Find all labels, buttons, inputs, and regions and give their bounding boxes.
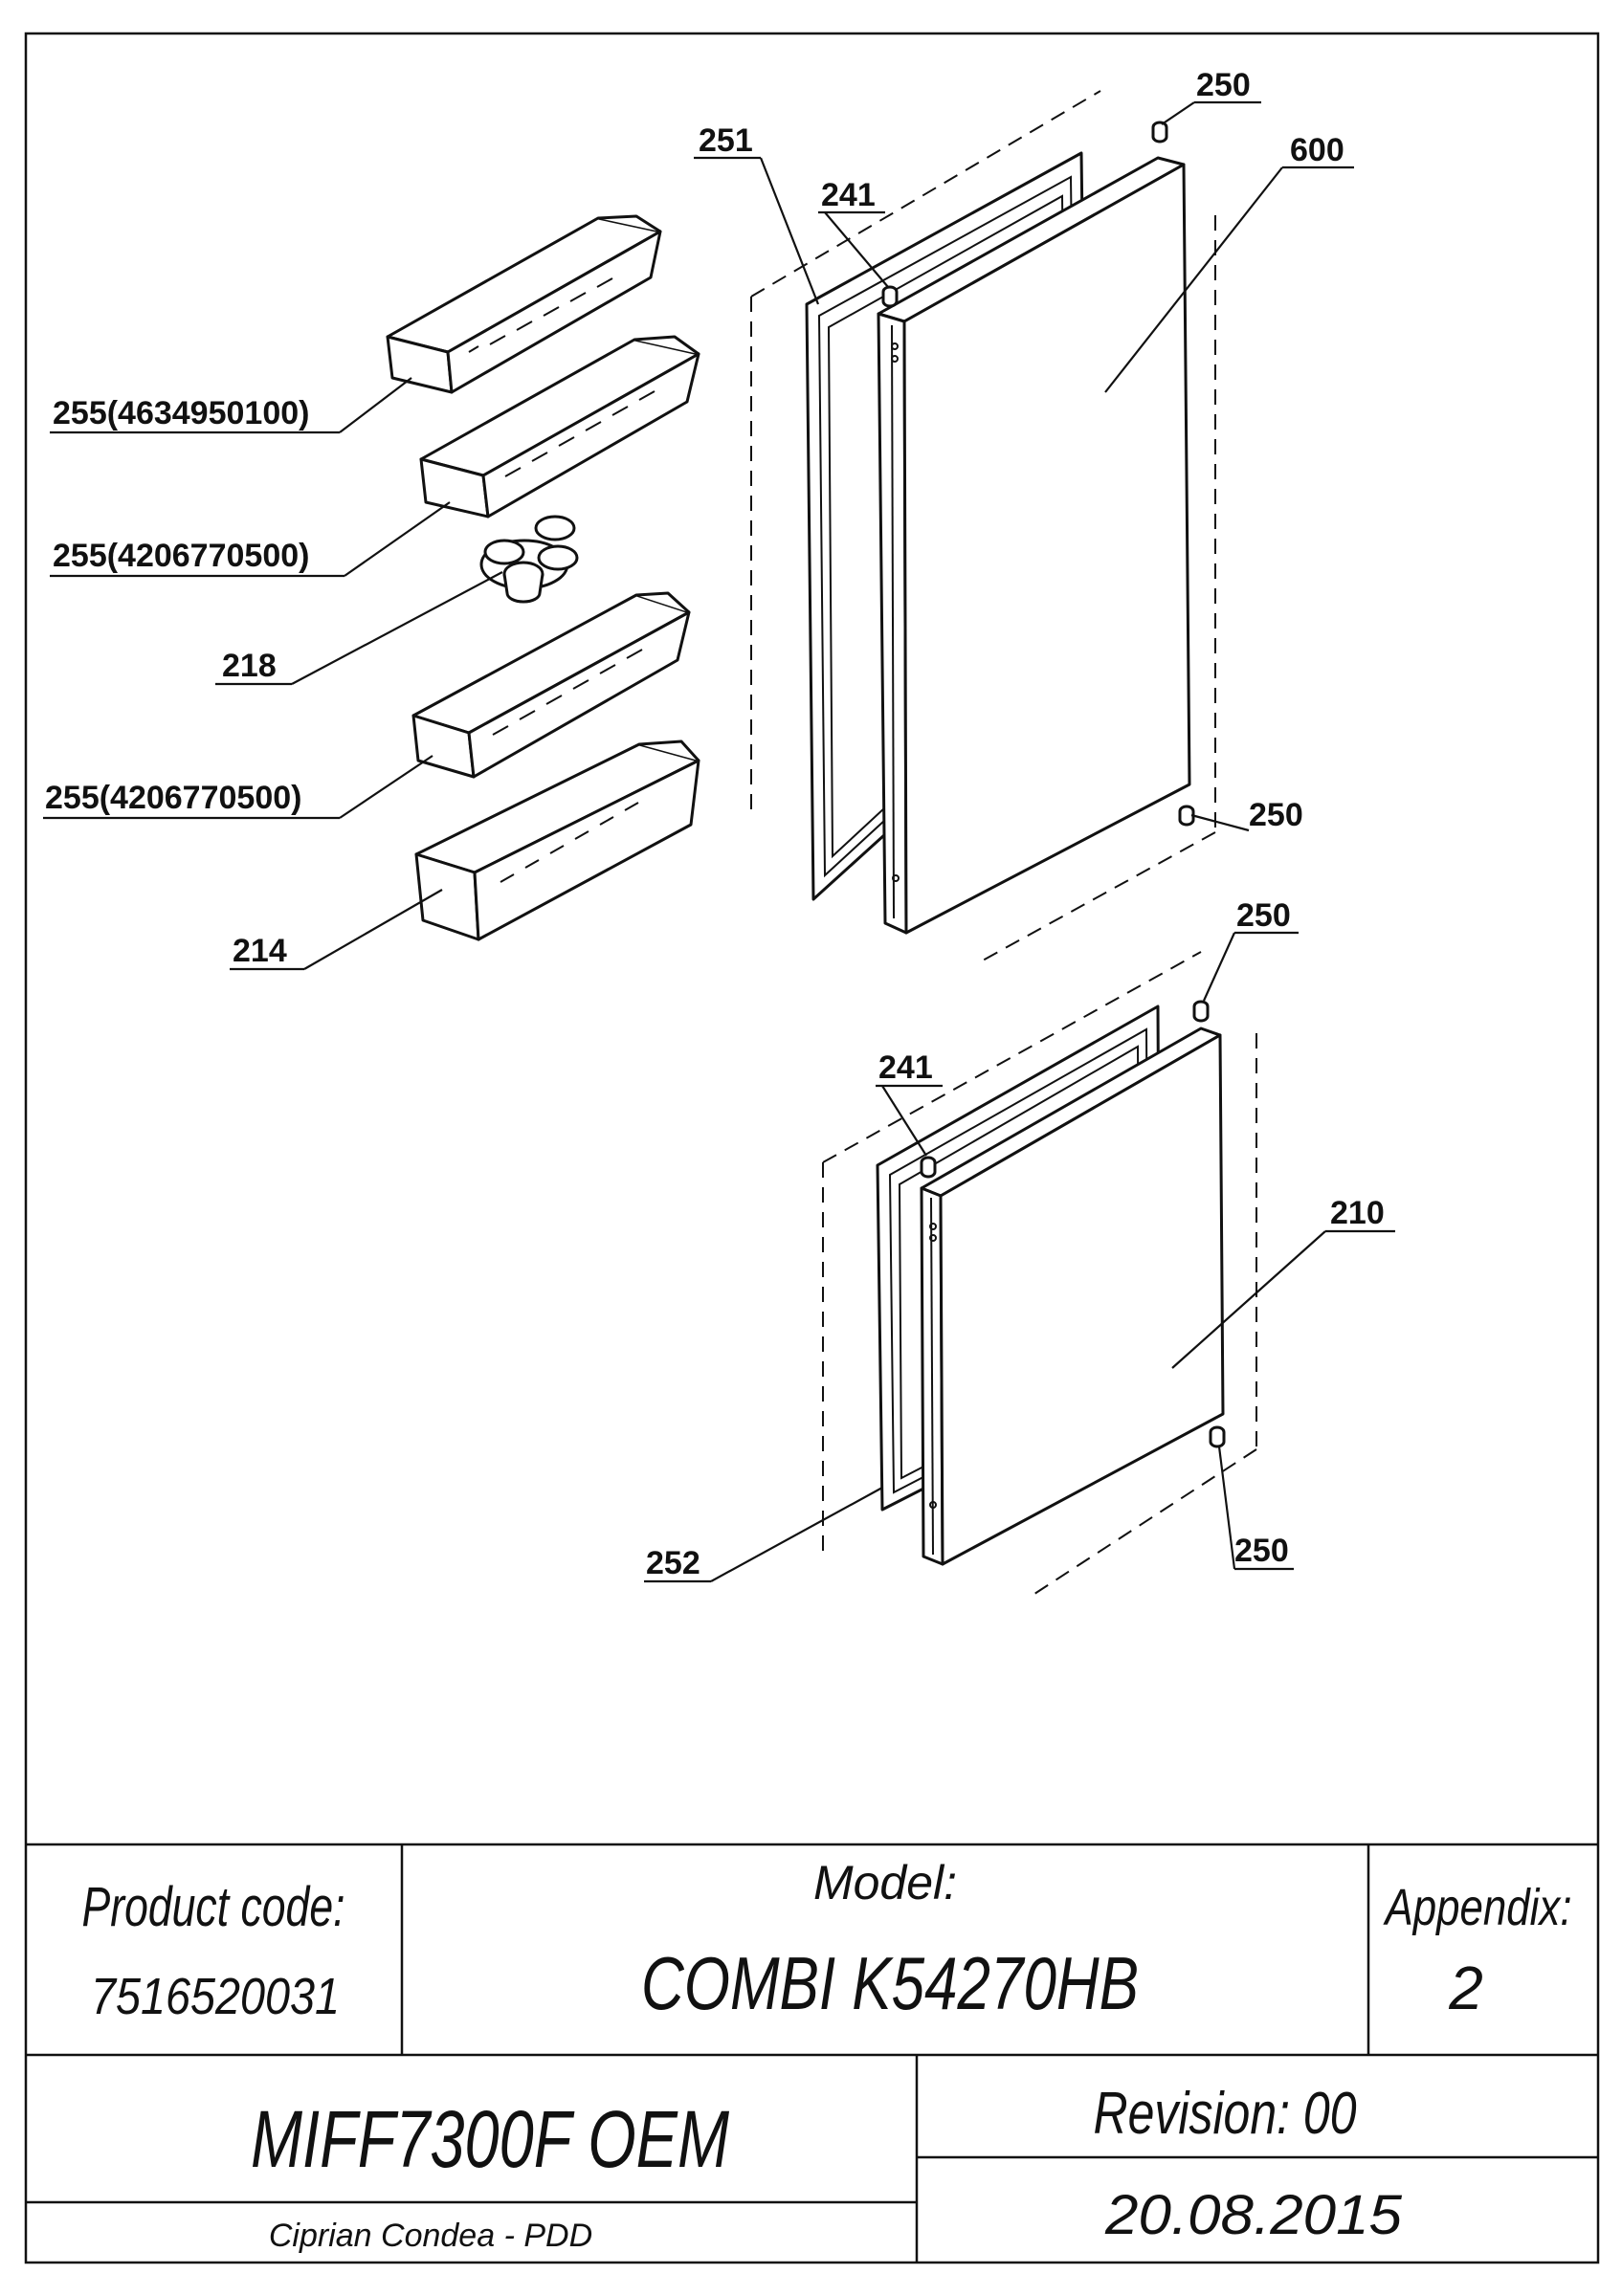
product-name: MIFF7300F OEM (251, 2094, 729, 2184)
callout-214: 214 (233, 933, 287, 969)
hinge-pin-250-lower-bottom (1209, 1425, 1226, 1448)
model-value: COMBI K54270HB (641, 1941, 1139, 2025)
freezer-door-210 (920, 1027, 1225, 1566)
callout-252: 252 (646, 1545, 700, 1581)
door-shelf-4634950100 (386, 214, 662, 394)
callout-255-4206770500-a: 255(4206770500) (53, 538, 309, 574)
hinge-pin-250-top (1151, 121, 1168, 144)
refrigerator-door-600 (877, 156, 1191, 935)
product-code-value: 7516520031 (91, 1968, 340, 2025)
callout-241-top: 241 (821, 177, 876, 213)
callout-255-4634950100: 255(4634950100) (53, 395, 309, 431)
callout-250-top: 250 (1196, 67, 1251, 103)
door-shelf-4206770500-a (419, 335, 700, 519)
hinge-pin-250-lower-top (1192, 1000, 1210, 1023)
title-block: Product code: 7516520031 Model: COMBI K5… (26, 1843, 1598, 2263)
appendix-value: 2 (1448, 1954, 1483, 2022)
callout-250-lower-bottom: 250 (1234, 1533, 1289, 1569)
callout-250-lower-top: 250 (1236, 897, 1291, 934)
callout-241-lower: 241 (878, 1049, 933, 1086)
explode-guide (750, 90, 1101, 298)
callout-600: 600 (1290, 132, 1344, 168)
product-code-label: Product code: (82, 1876, 345, 1938)
model-label: Model: (813, 1856, 957, 1910)
leader-lines (43, 100, 1395, 1583)
revision-date: 20.08.2015 (1104, 2184, 1403, 2246)
callout-255-4206770500-b: 255(4206770500) (45, 780, 301, 816)
explode-guide (822, 951, 1202, 1163)
callout-251: 251 (699, 122, 753, 159)
callout-218: 218 (222, 648, 277, 684)
sheet-border (24, 32, 1600, 2264)
bottle-shelf-214 (414, 740, 700, 941)
callout-labels: 250 251 241 600 255(4634950100) 255(4206… (45, 67, 1385, 1581)
callout-210: 210 (1330, 1195, 1385, 1231)
hinge-pin-250-bottom (1178, 805, 1195, 827)
callout-250-mid: 250 (1249, 797, 1303, 833)
author: Ciprian Condea - PDD (269, 2218, 592, 2254)
top-door-assembly (750, 90, 1216, 962)
revision: Revision: 00 (1094, 2081, 1357, 2147)
explode-guide (1028, 1448, 1257, 1599)
egg-tray-218 (479, 515, 579, 604)
bottom-door-assembly (822, 951, 1257, 1599)
explode-guide (980, 831, 1216, 962)
hinge-bush-241-lower (920, 1156, 937, 1179)
appendix-label: Appendix: (1383, 1879, 1571, 1936)
door-shelf-4206770500-b (411, 591, 691, 779)
hinge-bush-241 (881, 285, 899, 308)
